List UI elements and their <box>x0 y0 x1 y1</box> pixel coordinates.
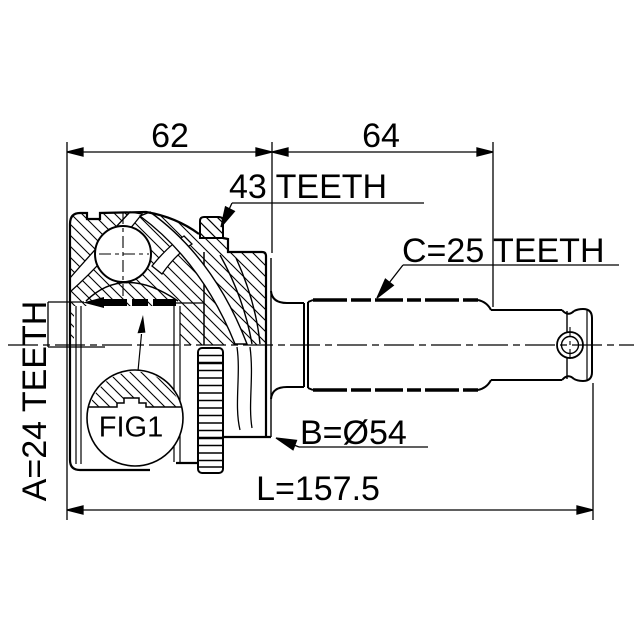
fig1-balloon <box>86 315 184 467</box>
label-outer-diameter: B=Ø54 <box>300 414 407 452</box>
spline-tooth-profile <box>88 397 182 408</box>
ball-track-band <box>138 211 249 345</box>
label-abs-ring-teeth: 43 TEETH <box>229 168 388 206</box>
dimension-shaft-section: 64 <box>362 117 400 155</box>
fig1-balloon-label: FIG1 <box>98 411 164 444</box>
housing-outline <box>68 210 200 345</box>
dimension-total-length: L=157.5 <box>256 470 380 508</box>
spline-bore-arrow <box>83 297 104 308</box>
dimension-lines <box>47 142 594 520</box>
abs-tooth-ring <box>197 347 224 474</box>
drive-shaft <box>270 290 593 400</box>
label-inner-spline-teeth: A=24 TEETH <box>16 300 54 502</box>
dimension-housing-width: 62 <box>151 117 189 155</box>
label-wheel-side-spline-teeth: C=25 TEETH <box>402 232 605 270</box>
label-leaders <box>220 202 619 451</box>
joint-housing <box>68 210 272 472</box>
abs-ring-section-block <box>199 216 224 239</box>
